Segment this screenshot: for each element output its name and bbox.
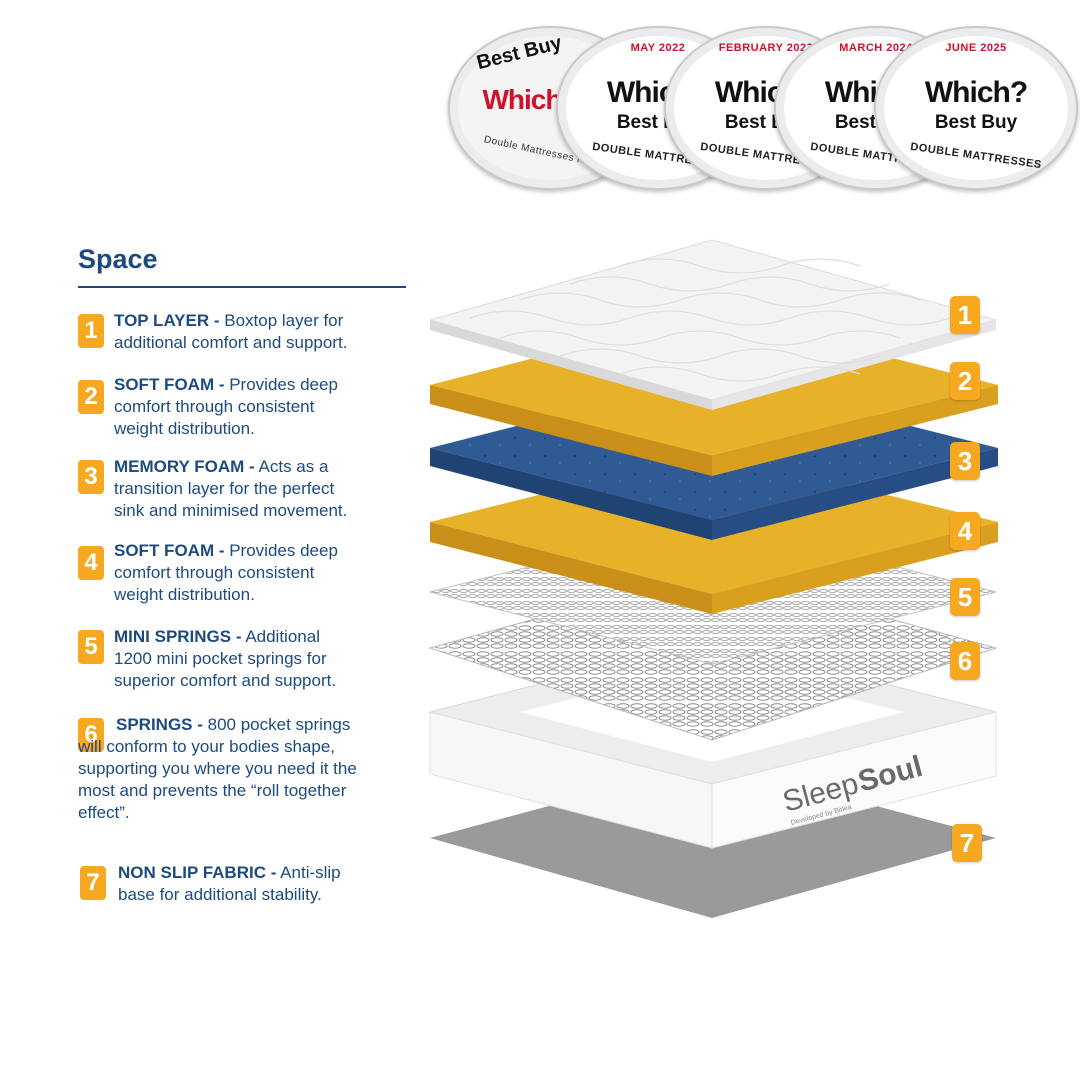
diagram-label-1: 1 (950, 296, 980, 334)
layer-text: SPRINGS - 800 pocket springs will confor… (78, 714, 368, 824)
layer-name: MEMORY FOAM - (114, 457, 255, 476)
layer-detail: Acts as a transition layer for the perfe… (114, 457, 348, 520)
layer-text: SOFT FOAM - Provides deep comfort throug… (114, 374, 359, 440)
layer-name: TOP LAYER - (114, 311, 220, 330)
diagram-label-7: 7 (952, 824, 982, 862)
layer-name: SOFT FOAM - (114, 375, 225, 394)
diagram-label-4: 4 (950, 512, 980, 550)
diagram-label-5: 5 (950, 578, 980, 616)
diagram-label-6: 6 (950, 642, 980, 680)
badge-date: MAY 2022 (630, 42, 686, 54)
layer-text: NON SLIP FABRIC - Anti-slip base for add… (118, 862, 358, 906)
product-title: Space (78, 244, 158, 274)
layer-detail: Provides deep comfort through consistent… (114, 541, 338, 604)
layer-detail: Provides deep comfort through consistent… (114, 375, 338, 438)
diagram-label-3: 3 (950, 442, 980, 480)
which-best-buy-badge-5: JUNE 2025 Which? Best Buy DOUBLE MATTRES… (874, 26, 1078, 190)
badge-date: FEBRUARY 2023 (718, 42, 814, 54)
layer-text: MINI SPRINGS - Additional 1200 mini pock… (114, 626, 359, 692)
layer-detail: 800 pocket springs will conform to your … (78, 715, 357, 822)
badge-which-logo: Which? (924, 76, 1028, 109)
layer-text: TOP LAYER - Boxtop layer for additional … (114, 310, 384, 354)
layer-text: SOFT FOAM - Provides deep comfort throug… (114, 540, 359, 606)
layer-number-badge: 4 (78, 546, 104, 580)
layer-number-badge: 2 (78, 380, 104, 414)
layer-text: MEMORY FOAM - Acts as a transition layer… (114, 456, 364, 522)
diagram-label-2: 2 (950, 362, 980, 400)
badge-date: MARCH 2024 (839, 42, 913, 54)
layer-number-badge: 3 (78, 460, 104, 494)
layer-detail: Anti-slip base for additional stability. (118, 863, 341, 904)
layer-name: SPRINGS - (116, 715, 203, 734)
layer-detail: Additional 1200 mini pocket springs for … (114, 627, 337, 690)
layer-name: SOFT FOAM - (114, 541, 225, 560)
title-divider (78, 286, 406, 288)
layer-number-badge: 1 (78, 314, 104, 348)
layer-number-badge: 6 (78, 718, 104, 752)
badge-best-buy-text: Best Buy (934, 112, 1018, 133)
layer-number-badge: 7 (80, 866, 106, 900)
layer-detail: Boxtop layer for additional comfort and … (114, 311, 348, 352)
layer-name: MINI SPRINGS - (114, 627, 242, 646)
badge-date: JUNE 2025 (945, 42, 1007, 54)
layer-number-badge: 5 (78, 630, 104, 664)
layer-name: NON SLIP FABRIC - (118, 863, 277, 882)
layer-1-top-layer (428, 239, 998, 410)
